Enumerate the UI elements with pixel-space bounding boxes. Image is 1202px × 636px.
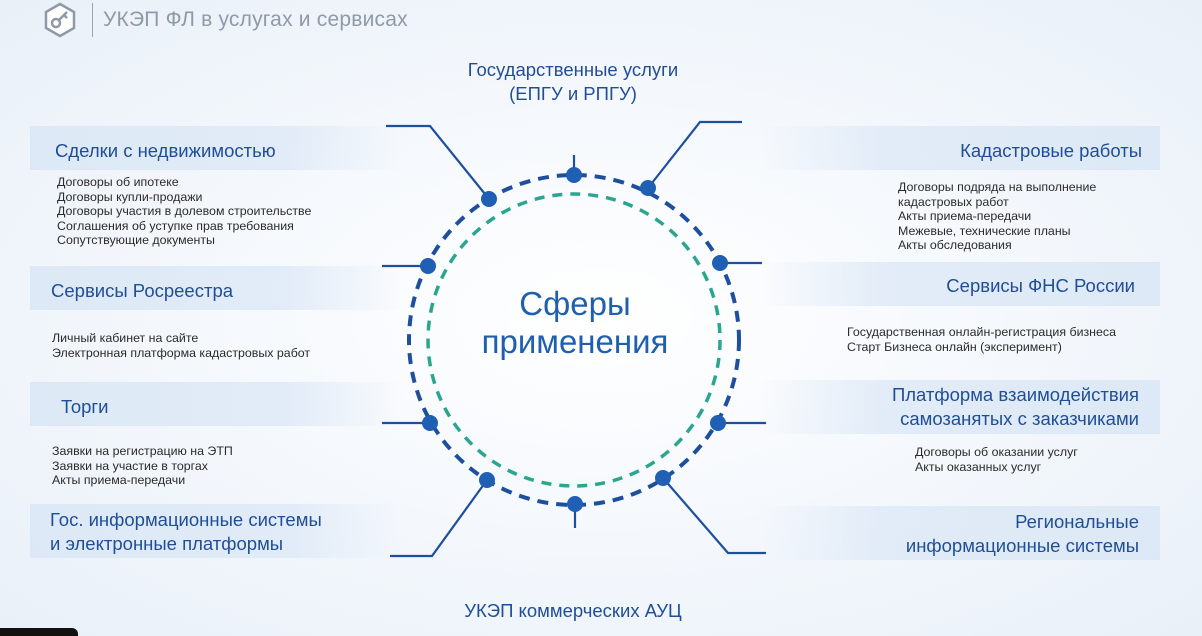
category-gov-info-systems-line2: и электронные платформы <box>50 533 284 554</box>
category-self-employed-line1: Платформа взаимодействия <box>891 384 1139 405</box>
category-gov-services: Государственные услуги (ЕПГУ и РПГУ) <box>432 58 714 106</box>
band-right-4 <box>760 506 1160 560</box>
node-bottom <box>567 496 583 512</box>
list-item: Договоры участия в долевом строительстве <box>57 204 312 218</box>
header: УКЭП ФЛ в услугах и сервисах <box>42 2 408 38</box>
real-estate-list: Договоры об ипотеке Договоры купли-прода… <box>57 175 311 248</box>
list-item: Договоры об ипотеке <box>57 175 179 189</box>
list-item: Заявки на участие в торгах <box>52 458 208 473</box>
category-cadastral: Кадастровые работы <box>960 140 1142 161</box>
self-employed-list: Договоры об оказании услуг Акты оказанны… <box>915 445 1078 474</box>
band-right-1 <box>760 126 1160 170</box>
band-left-4 <box>30 504 402 558</box>
auctions-list: Заявки на регистрацию на ЭТП Заявки на у… <box>52 444 233 488</box>
category-gov-info-systems-line1: Гос. информационные системы <box>50 509 322 530</box>
list-item: Акты приема-передачи <box>52 473 186 487</box>
category-self-employed: Платформа взаимодействия самозанятых с з… <box>892 383 1139 431</box>
node-left-lower <box>422 415 438 431</box>
category-self-employed-line2: самозанятых с заказчиками <box>900 408 1139 429</box>
center-label-line1: Сферы <box>519 285 631 322</box>
band-left-1 <box>30 126 402 170</box>
node-top <box>566 167 582 183</box>
list-item: Личный кабинет на сайте <box>52 331 199 345</box>
header-divider <box>92 3 93 37</box>
fns-list: Государственная онлайн-регистрация бизне… <box>847 325 1116 354</box>
list-item: кадастровых работ <box>898 194 1009 209</box>
category-fns: Сервисы ФНС России <box>946 275 1135 296</box>
node-top-right <box>640 180 656 196</box>
center-label-line2: применения <box>481 323 669 360</box>
band-right-2 <box>760 262 1160 306</box>
list-item: Сопутствующие документы <box>57 233 215 247</box>
category-gov-services-line1: Государственные услуги <box>467 59 679 80</box>
center-label: Сферы применения <box>480 285 670 361</box>
list-item: Акты приема-передачи <box>898 209 1032 223</box>
category-gov-services-line2: (ЕПГУ и РПГУ) <box>509 83 637 104</box>
rosreestr-list: Личный кабинет на сайте Электронная плат… <box>52 331 310 360</box>
category-auctions: Торги <box>61 396 109 417</box>
band-left-3 <box>30 382 402 426</box>
list-item: Межевые, технические планы <box>898 223 1071 238</box>
list-item: Государственная онлайн-регистрация бизне… <box>847 325 1117 339</box>
connector-top-right <box>647 120 742 189</box>
category-regional-systems-line1: Региональные <box>1015 511 1139 532</box>
list-item: Договоры подряда на выполнение <box>898 180 1097 194</box>
key-badge-icon <box>44 2 76 38</box>
cadastral-list: Договоры подряда на выполнение кадастров… <box>898 180 1096 253</box>
list-item: Договоры купли-продажи <box>57 189 203 204</box>
list-item: Акты обследования <box>898 238 1012 252</box>
category-gov-info-systems: Гос. информационные системы и электронны… <box>50 508 322 556</box>
connector-bottom-left <box>390 479 488 558</box>
node-right-upper <box>712 255 728 271</box>
corner-overlay <box>0 628 78 636</box>
node-bottom-left <box>479 472 495 488</box>
category-commercial-ca: УКЭП коммерческих АУЦ <box>464 600 682 621</box>
node-top-left <box>481 191 497 207</box>
category-real-estate: Сделки с недвижимостью <box>55 140 276 161</box>
list-item: Заявки на регистрацию на ЭТП <box>52 444 233 458</box>
list-item: Акты оказанных услуг <box>915 459 1042 474</box>
node-bottom-right <box>655 470 671 486</box>
category-regional-systems-line2: информационные системы <box>905 535 1139 556</box>
category-rosreestr: Сервисы Росреестра <box>51 280 234 301</box>
outer-dashed-ring <box>407 173 741 507</box>
category-regional-systems: Региональные информационные системы <box>906 510 1139 558</box>
list-item: Соглашения об уступке прав требования <box>57 218 294 233</box>
list-item: Старт Бизнеса онлайн (эксперимент) <box>847 339 1062 354</box>
node-right-lower <box>710 415 726 431</box>
connector-bottom-right <box>662 477 766 555</box>
node-left-upper <box>420 258 436 274</box>
band-left-2 <box>30 266 402 310</box>
connector-top-left <box>386 124 490 200</box>
list-item: Договоры об оказании услуг <box>915 445 1078 459</box>
band-right-3 <box>760 380 1160 434</box>
page-title: УКЭП ФЛ в услугах и сервисах <box>103 8 408 31</box>
list-item: Электронная платформа кадастровых работ <box>52 345 311 360</box>
inner-dashed-ring <box>426 192 722 488</box>
